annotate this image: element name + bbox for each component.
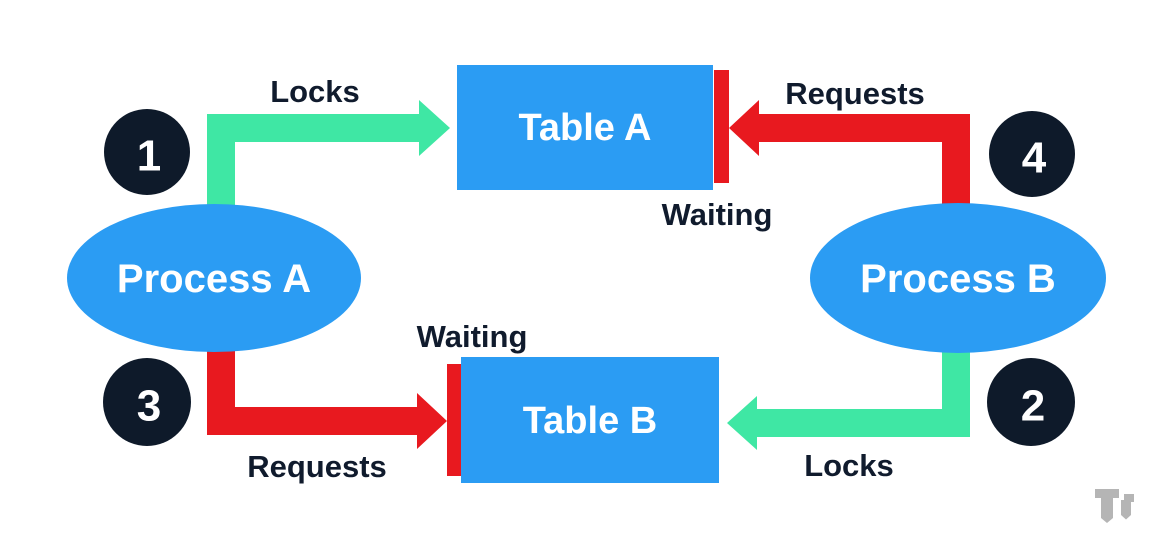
table-a-label: Table A	[518, 107, 651, 149]
step-1-number: 1	[137, 132, 161, 181]
waiting-bar-table-a	[714, 70, 729, 183]
step-2-number: 2	[1021, 382, 1045, 431]
techtarget-tt-logo-icon	[1095, 489, 1134, 523]
waiting-bottom-label: Waiting	[417, 319, 528, 354]
table-a-node	[457, 65, 713, 190]
step-4-number: 4	[1022, 134, 1047, 183]
tt-logo-left-t	[1095, 489, 1119, 523]
locks-top-label: Locks	[270, 74, 360, 109]
process-a-node	[67, 204, 361, 352]
lock-arrow-process-a-to-table-a	[207, 100, 450, 235]
step-3-number: 3	[137, 382, 161, 431]
waiting-bar-table-b	[447, 364, 462, 476]
waiting-top-label: Waiting	[662, 197, 773, 232]
lock-arrow-process-b-to-table-b	[727, 330, 970, 450]
step-3-badge	[103, 358, 191, 446]
step-4-badge	[989, 111, 1075, 197]
step-1-badge	[104, 109, 190, 195]
tt-logo-right-t	[1121, 494, 1134, 520]
step-2-badge	[987, 358, 1075, 446]
request-arrow-process-a-to-table-b	[207, 330, 447, 449]
process-b-label: Process B	[860, 257, 1056, 301]
process-b-node	[810, 203, 1106, 353]
table-b-label: Table B	[523, 400, 657, 442]
table-b-node	[461, 357, 719, 483]
process-a-label: Process A	[117, 257, 311, 301]
locks-bottom-label: Locks	[804, 448, 894, 483]
requests-top-label: Requests	[785, 76, 925, 111]
request-arrow-process-b-to-table-a	[729, 100, 970, 235]
requests-bottom-label: Requests	[247, 449, 387, 484]
